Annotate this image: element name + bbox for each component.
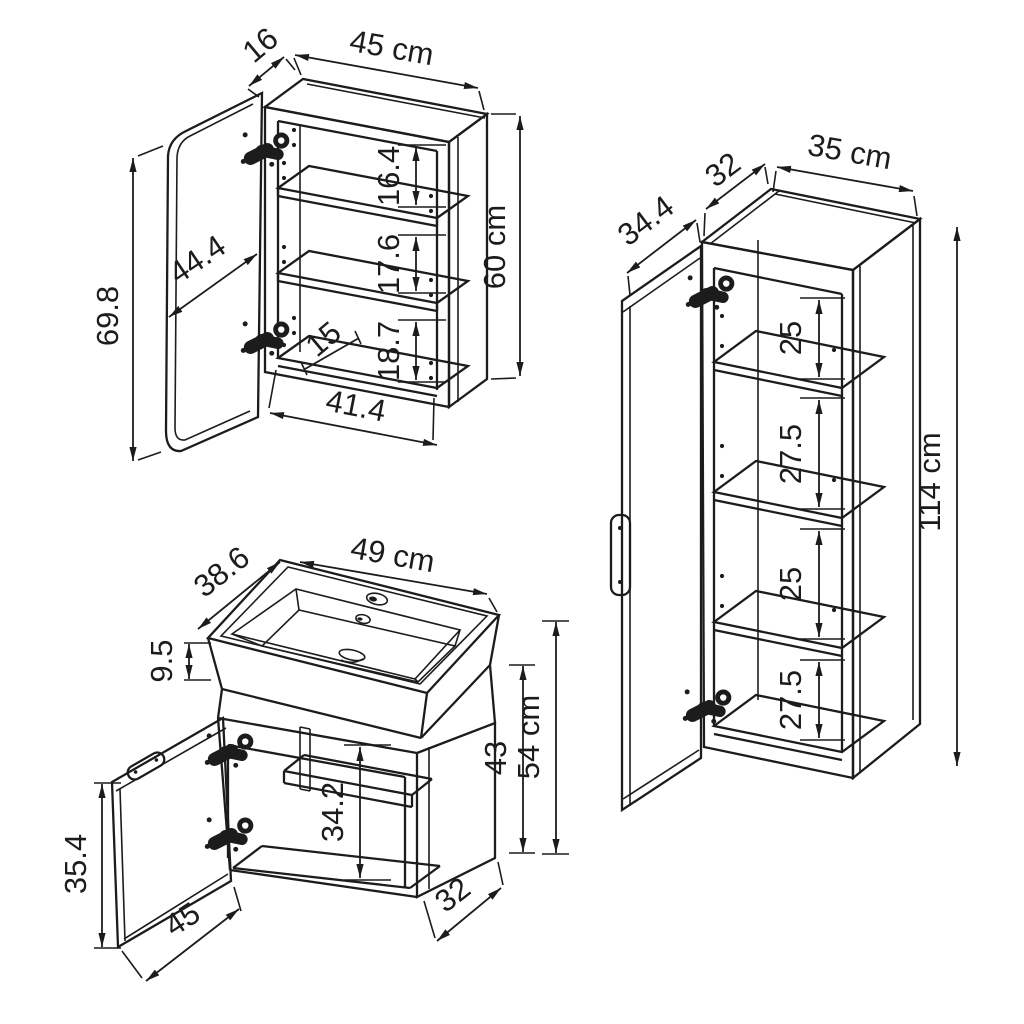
- door-handle: [609, 513, 632, 597]
- dimension-line: [269, 412, 438, 446]
- dim-mirror-top-width: 45 cm: [347, 23, 436, 72]
- drain-hole: [338, 648, 366, 664]
- dimension-line: [705, 163, 766, 210]
- dim-tall-height: 114 cm: [912, 432, 947, 531]
- dim-vanity-body-height: 43: [478, 741, 513, 775]
- dim-mirror-gap-middle: 17.6: [371, 234, 406, 294]
- bottom-panel: [711, 693, 887, 762]
- tall-cabinet-door: [609, 243, 703, 813]
- dim-vanity-inner-height: 34.2: [315, 782, 350, 842]
- dim-tall-gap-1: 25: [773, 321, 808, 355]
- tall-cabinet-drawing: 32 34.4 35 cm 114 cm 25 27.5 25 27.5: [609, 127, 961, 813]
- dim-tall-gap-3: 25: [773, 567, 808, 601]
- dim-tall-door-width: 34.4: [611, 188, 680, 252]
- dimension-line: [776, 165, 914, 193]
- dimension-line: [168, 253, 258, 318]
- basin-body: [206, 614, 501, 740]
- shelf: [275, 249, 471, 313]
- mirror-cabinet-dimensions: 16 45 cm 60 cm 69.8 44.4 16.4 17.6 18.7: [90, 20, 524, 461]
- top-face: [262, 77, 490, 144]
- dimension-line: [626, 219, 697, 274]
- vanity-unit-drawing: 49 cm 38.6 9.5 43 54 cm 34.2 35.4 45 32: [58, 530, 569, 982]
- hinge-icon: [685, 275, 735, 311]
- overflow-hole: [355, 613, 371, 625]
- wash-basin: [205, 558, 502, 740]
- dim-tall-top-depth: 32: [698, 145, 747, 194]
- door-handle: [126, 751, 166, 781]
- dim-vanity-basin-height: 9.5: [144, 639, 179, 682]
- dim-mirror-inner-width: 41.4: [323, 383, 389, 429]
- tall-cabinet-dimensions: 32 34.4 35 cm 114 cm 25 27.5 25 27.5: [611, 127, 961, 766]
- half-shelf: [282, 753, 433, 809]
- opening-frame: [712, 266, 844, 752]
- dimension-line: [304, 337, 360, 370]
- dim-tall-gap-2: 27.5: [773, 424, 808, 484]
- bottom-panel: [232, 844, 441, 890]
- dimension-line: [436, 887, 502, 942]
- dim-mirror-gap-bottom: 18.7: [371, 321, 406, 381]
- dimension-line: [294, 53, 479, 90]
- right-face: [851, 216, 922, 781]
- dim-vanity-bottom-depth: 32: [428, 870, 477, 919]
- dim-mirror-door-height: 69.8: [90, 286, 125, 346]
- dimension-line: [197, 561, 281, 630]
- front-face: [263, 105, 451, 409]
- faucet-hole: [365, 592, 389, 606]
- shelf-pin-holes: [719, 313, 837, 613]
- dim-tall-gap-4: 27.5: [773, 670, 808, 730]
- vanity-door: [110, 716, 233, 949]
- dim-tall-top-width: 35 cm: [805, 127, 894, 176]
- dim-vanity-door-height: 35.4: [58, 834, 93, 894]
- dimension-line: [248, 56, 285, 87]
- dim-vanity-top-depth: 38.6: [187, 539, 256, 604]
- vanity-dimensions: 49 cm 38.6 9.5 43 54 cm 34.2 35.4 45 32: [58, 530, 569, 982]
- dim-mirror-gap-top: 16.4: [371, 146, 406, 206]
- shelf: [711, 459, 887, 528]
- right-face: [415, 721, 497, 899]
- dim-mirror-inner-depth: 15: [299, 314, 348, 363]
- front-face: [700, 240, 855, 780]
- dim-vanity-door-width: 45: [158, 895, 206, 943]
- dimension-line: [145, 908, 240, 982]
- basin-rim: [205, 558, 502, 695]
- dim-mirror-door-width: 44.4: [162, 228, 232, 291]
- tall-cabinet-carcass: [699, 187, 923, 781]
- dimension-line: [299, 560, 488, 596]
- mirror-cabinet-drawing: 16 45 cm 60 cm 69.8 44.4 16.4 17.6 18.7: [90, 20, 524, 461]
- dim-mirror-height: 60 cm: [477, 205, 512, 289]
- shelf: [275, 164, 471, 228]
- shelf: [711, 329, 887, 398]
- shelf: [711, 589, 887, 658]
- dim-vanity-total-height: 54 cm: [511, 695, 546, 779]
